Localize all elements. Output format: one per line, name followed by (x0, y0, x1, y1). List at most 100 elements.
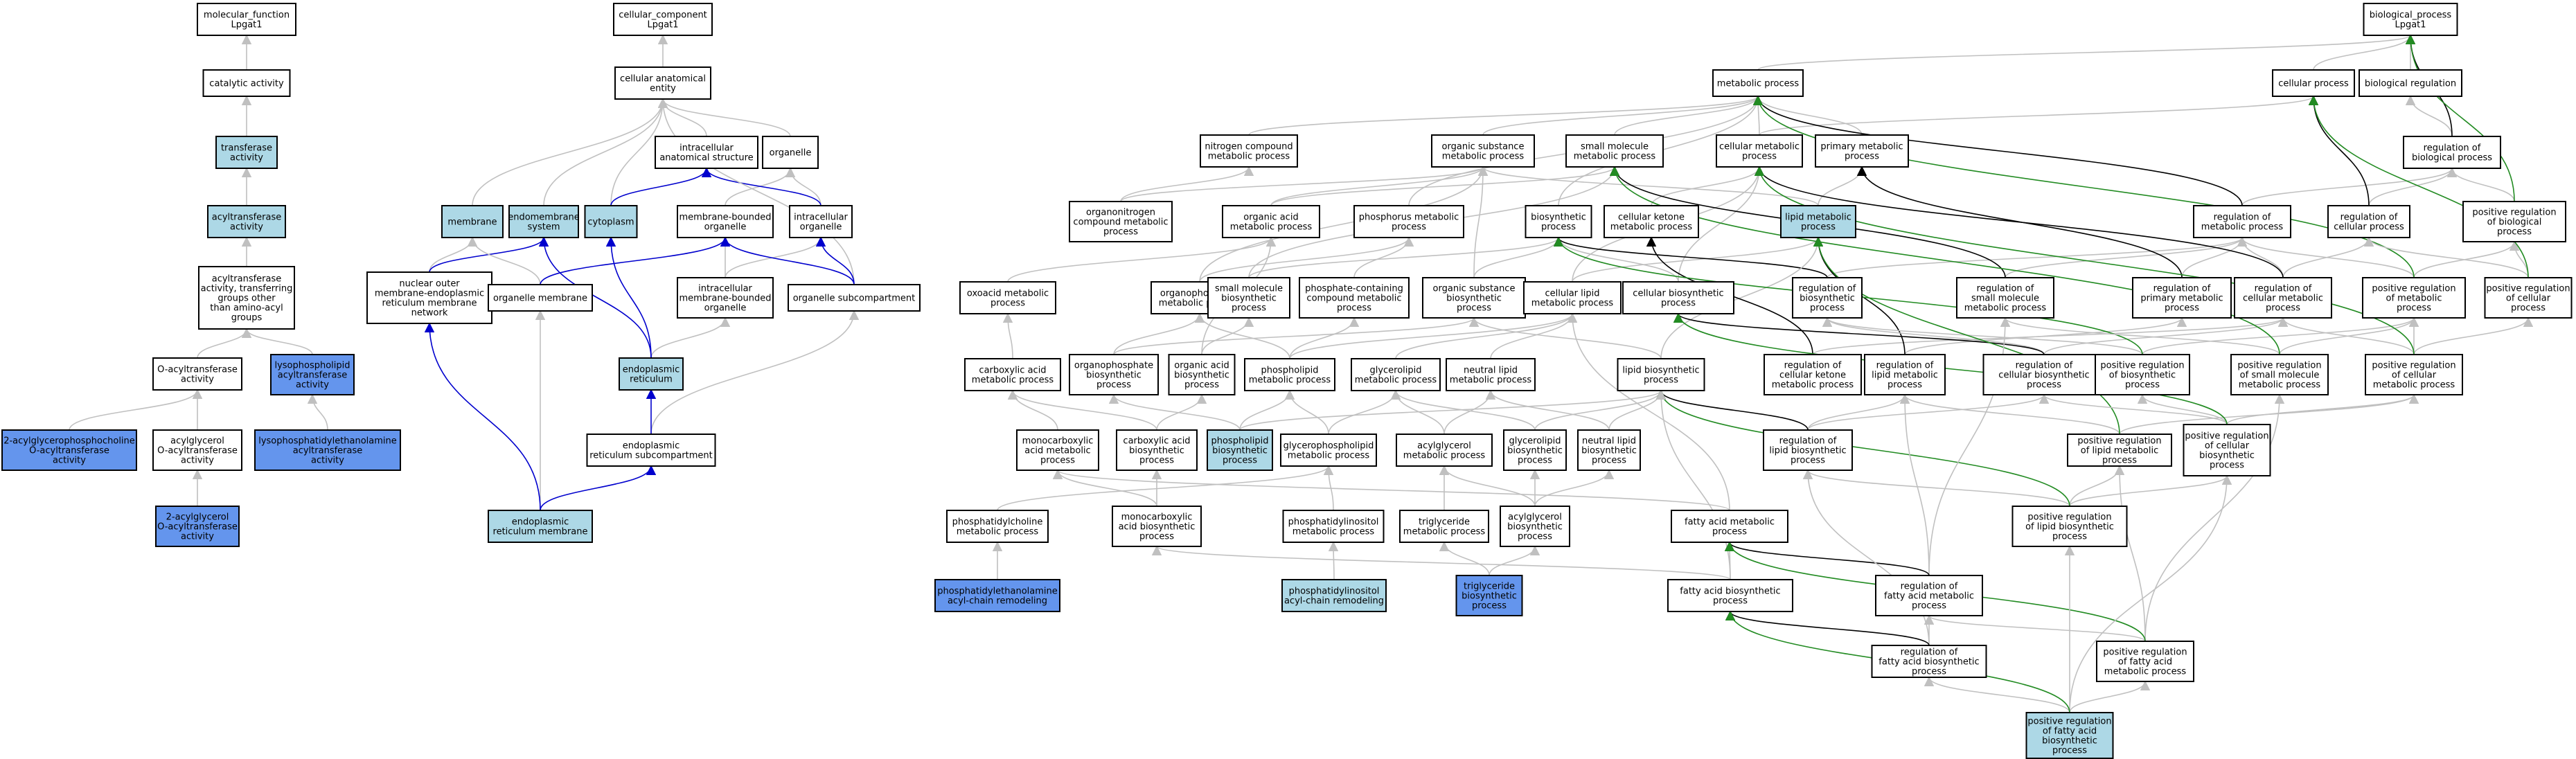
edge-is-a (1651, 166, 1765, 206)
go-term-node-bio-reg[interactable]: biological regulation (2359, 69, 2462, 97)
go-term-node-membrane[interactable]: membrane (441, 205, 504, 238)
go-term-node-metabolic[interactable]: metabolic process (1712, 69, 1804, 97)
go-term-node-agpc-at[interactable]: 2-acylglycerophosphocholineO-acyltransfe… (1, 429, 137, 471)
go-term-node-lpe-at[interactable]: lysophosphatidylethanolamineacyltransfer… (254, 429, 401, 471)
go-term-node-catalytic[interactable]: catalytic activity (202, 69, 291, 97)
node-label-line: activity (311, 456, 344, 466)
node-label-line: lysophosphatidylethanolamine (258, 436, 397, 447)
go-term-node-cellular-process[interactable]: cellular process (2272, 69, 2355, 97)
node-label-line: acyltransferase (293, 446, 363, 456)
go-term-node-organelle-membrane[interactable]: organelle membrane (488, 284, 593, 312)
go-term-node-organelle[interactable]: organelle (762, 136, 819, 169)
go-term-node-nuclear-outer[interactable]: nuclear outermembrane-endoplasmicreticul… (366, 271, 492, 324)
go-term-node-cytoplasm[interactable]: cytoplasm (584, 205, 638, 238)
go-term-node-organelle-subcomp[interactable]: organelle subcompartment (788, 284, 921, 312)
